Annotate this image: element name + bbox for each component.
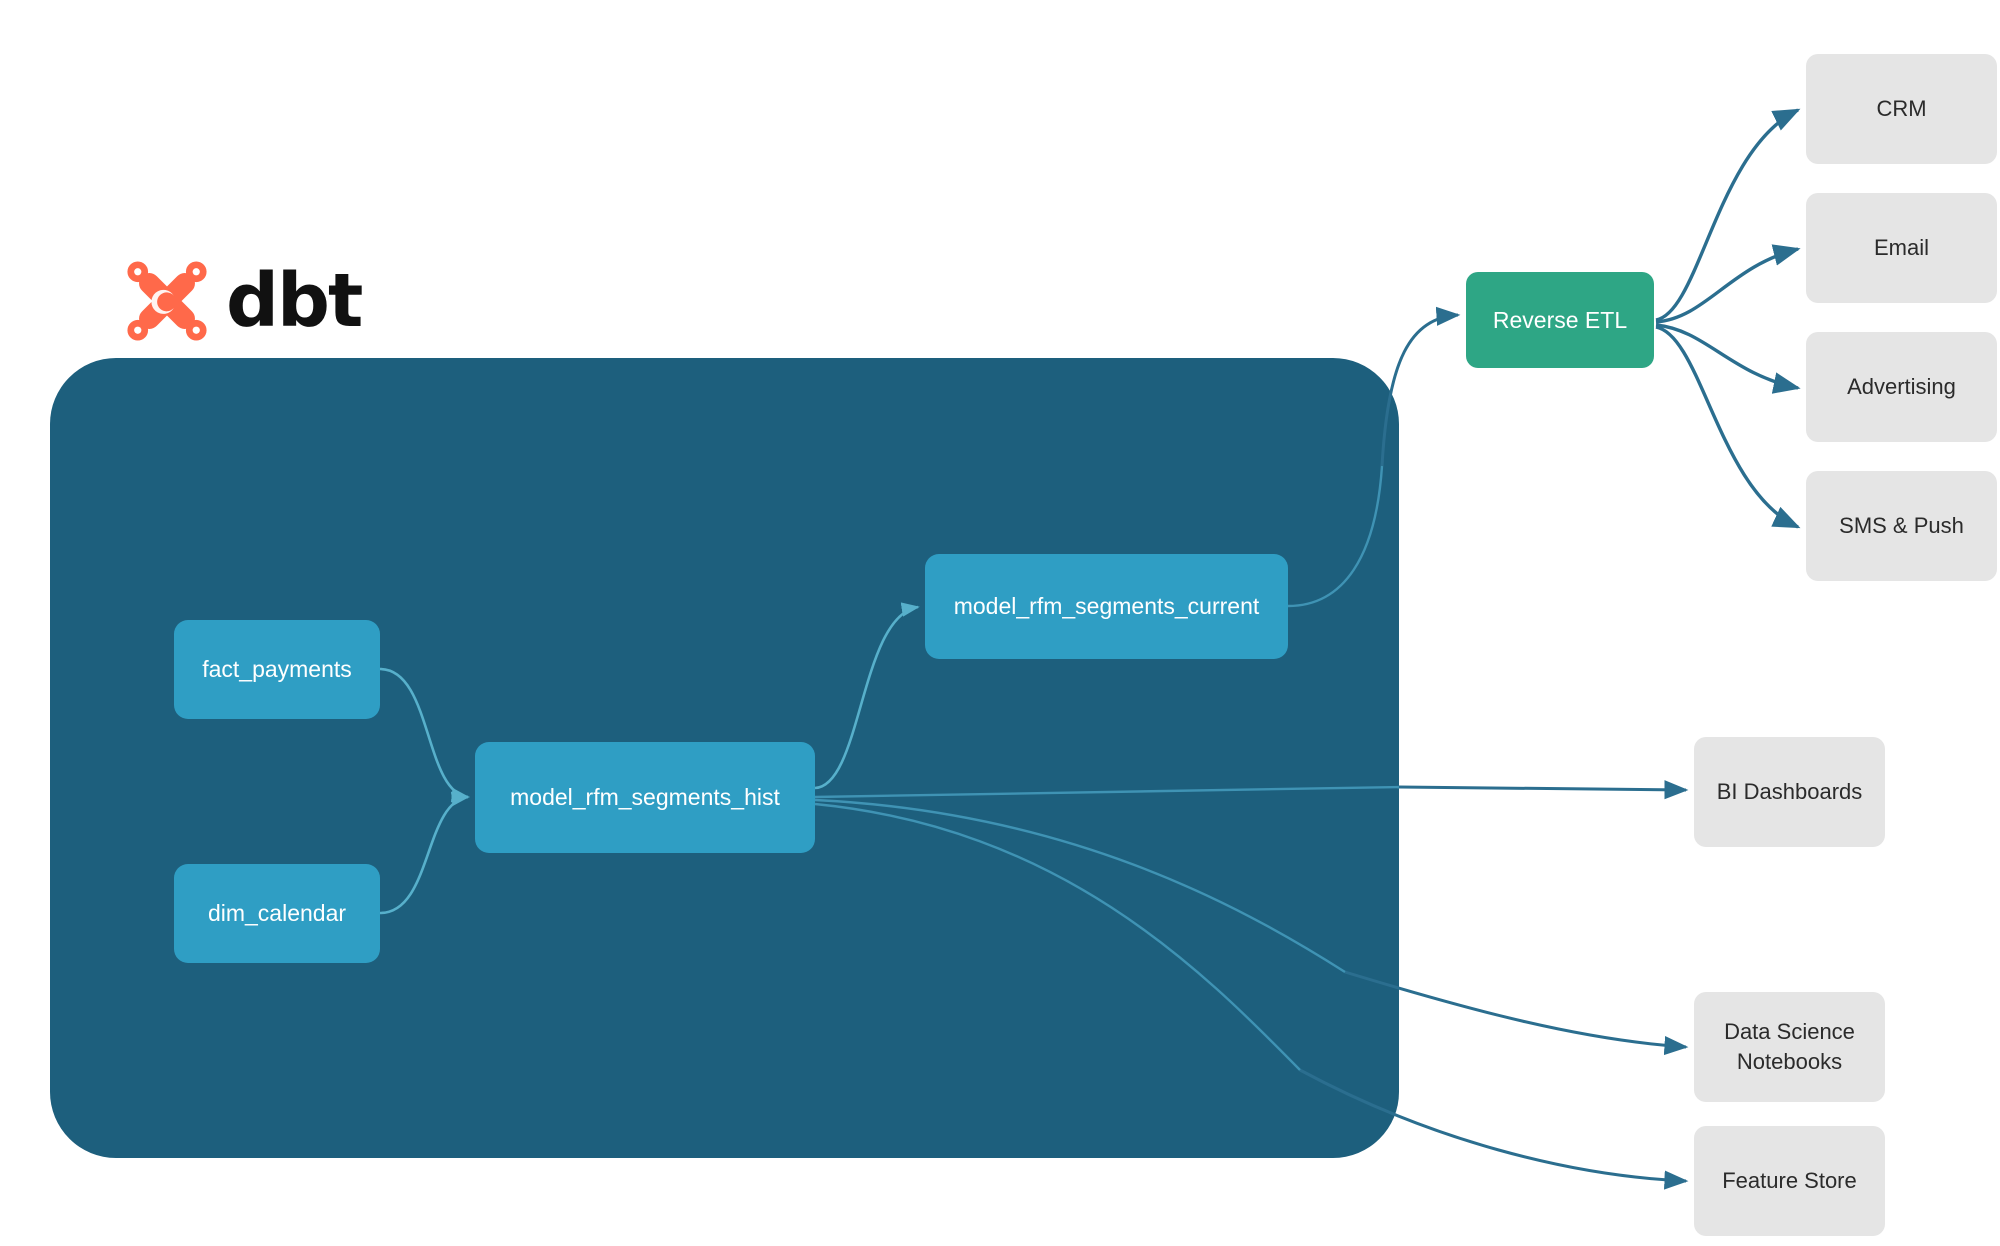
edge-reverse-etl-to-crm: [1655, 108, 1801, 322]
model-node-dim-calendar[interactable]: dim_calendar: [174, 864, 380, 963]
consumer-label: Data Science Notebooks: [1724, 1017, 1855, 1077]
consumer-label-line1: Data Science: [1724, 1019, 1855, 1044]
edge-reverse-etl-to-email: [1655, 244, 1801, 324]
model-node-rfm-segments-current[interactable]: model_rfm_segments_current: [925, 554, 1288, 659]
consumer-node-bi-dashboards[interactable]: BI Dashboards: [1694, 737, 1885, 847]
model-node-label: model_rfm_segments_hist: [510, 784, 780, 810]
model-node-label: fact_payments: [202, 656, 352, 682]
edge-reverse-etl-to-advertising: [1655, 323, 1801, 394]
model-node-label: model_rfm_segments_current: [953, 593, 1260, 619]
consumer-label: Feature Store: [1722, 1168, 1857, 1193]
destination-label: Email: [1873, 235, 1929, 260]
consumer-node-feature-store[interactable]: Feature Store: [1694, 1126, 1885, 1236]
dbt-wordmark: dbt: [226, 258, 363, 344]
reverse-etl-node[interactable]: Reverse ETL: [1466, 272, 1654, 368]
consumer-label: BI Dashboards: [1716, 779, 1863, 804]
dbt-logo-icon: [127, 261, 207, 341]
destination-node-email[interactable]: Email: [1806, 193, 1997, 303]
consumer-label-line2: Notebooks: [1736, 1049, 1843, 1074]
model-node-label: dim_calendar: [207, 900, 347, 926]
destination-label: CRM: [1876, 96, 1927, 121]
destination-node-sms-push[interactable]: SMS & Push: [1806, 471, 1997, 581]
reverse-etl-label: Reverse ETL: [1492, 306, 1628, 333]
edge-reverse-etl-to-sms-push: [1655, 325, 1801, 529]
model-node-rfm-segments-hist[interactable]: model_rfm_segments_hist: [475, 742, 815, 853]
destination-node-advertising[interactable]: Advertising: [1806, 332, 1997, 442]
destination-label: Advertising: [1847, 374, 1956, 399]
destination-node-crm[interactable]: CRM: [1806, 54, 1997, 164]
dbt-logo: dbt: [124, 258, 363, 344]
consumer-node-data-science-notebooks[interactable]: Data Science Notebooks: [1694, 992, 1885, 1102]
destination-label: SMS & Push: [1839, 513, 1964, 538]
model-node-fact-payments[interactable]: fact_payments: [174, 620, 380, 719]
edge-warehouse-to-bi-dashboards: [1398, 780, 1689, 800]
